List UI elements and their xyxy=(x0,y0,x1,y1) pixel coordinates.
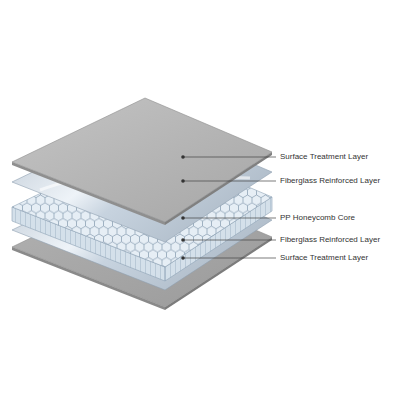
leader-line xyxy=(183,181,276,182)
leader-line xyxy=(183,240,276,241)
part-label: Fiberglass Reinforced Layer xyxy=(280,235,380,245)
leader-dot xyxy=(181,155,185,159)
surface-sheet xyxy=(12,98,272,222)
leader-dot xyxy=(181,238,185,242)
leader-line xyxy=(183,157,276,158)
leader-line xyxy=(183,258,276,259)
part-label: Fiberglass Reinforced Layer xyxy=(280,176,380,186)
part-label: PP Honeycomb Core xyxy=(280,213,355,223)
part-label: Surface Treatment Layer xyxy=(280,253,368,263)
part-label: Surface Treatment Layer xyxy=(280,152,368,162)
leader-line xyxy=(183,218,276,219)
leader-dot xyxy=(181,179,185,183)
leader-dot xyxy=(181,216,185,220)
leader-dot xyxy=(181,256,185,260)
